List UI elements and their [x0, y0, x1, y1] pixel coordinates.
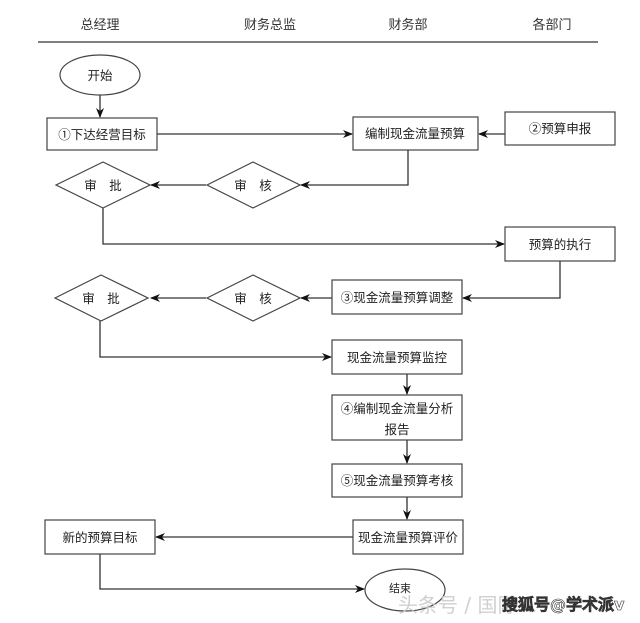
lane-finance-director: 财务总监: [244, 17, 296, 33]
edge-newtargets-to-end: [99, 554, 365, 593]
budget-adjust-label: ③现金流量预算调整: [341, 290, 454, 305]
node-end: 结束: [364, 568, 446, 612]
lane-finance-department: 财务部: [388, 17, 427, 33]
node-start: 开始: [59, 54, 141, 96]
node-budget-evaluate: 现金流量预算评价: [352, 519, 464, 555]
budget-assess-label: ⑤现金流量预算考核: [341, 473, 454, 488]
node-issue-targets: ①下达经营目标: [46, 117, 158, 151]
node-budget-execution: 预算的执行: [504, 226, 616, 262]
node-approve-1: 审 批: [54, 161, 152, 209]
analysis-report-label-line2: 报告: [384, 422, 409, 437]
budget-monitor-label: 现金流量预算监控: [347, 350, 448, 365]
watermark-left: 头条号 / 国际…: [398, 593, 537, 617]
watermark-right: 搜狐号@学术派v: [502, 595, 625, 614]
approve-1-label: 审 批: [84, 178, 122, 193]
edge-approve1-to-execution: [102, 208, 505, 248]
node-budget-assess: ⑤现金流量预算考核: [331, 463, 463, 498]
analysis-report-label-line1: ④编制现金流量分析: [341, 401, 454, 416]
new-targets-label: 新的预算目标: [62, 530, 137, 545]
approve-2-label: 审 批: [82, 291, 120, 306]
compile-budget-label: 编制现金流量预算: [365, 126, 465, 141]
node-compile-budget: 编制现金流量预算: [352, 116, 479, 151]
start-label: 开始: [87, 68, 113, 83]
review-2-label: 审 核: [234, 291, 272, 306]
node-budget-adjust: ③现金流量预算调整: [331, 279, 463, 315]
budget-request-label: ②预算申报: [529, 121, 592, 136]
edge-execution-to-adjust: [462, 261, 561, 302]
node-review-1: 审 核: [205, 161, 302, 209]
lane-departments: 各部门: [532, 17, 571, 33]
end-label: 结束: [389, 582, 411, 595]
budget-execution-label: 预算的执行: [529, 237, 592, 252]
edges: [96, 95, 561, 593]
edge-approve2-to-monitor: [99, 321, 332, 361]
edge-compile-to-review1: [300, 150, 409, 189]
node-analysis-report: ④编制现金流量分析 报告: [331, 394, 463, 441]
node-new-targets: 新的预算目标: [44, 519, 156, 555]
issue-targets-label: ①下达经营目标: [58, 127, 146, 142]
node-budget-request: ②预算申报: [504, 111, 616, 146]
lane-headers: 总经理 财务总监 财务部 各部门: [38, 17, 598, 43]
lane-general-manager: 总经理: [80, 18, 119, 33]
budget-evaluate-label: 现金流量预算评价: [358, 530, 459, 545]
node-review-2: 审 核: [205, 274, 302, 322]
node-budget-monitor: 现金流量预算监控: [331, 339, 463, 375]
watermark: 头条号 / 国际… 搜狐号@学术派v: [398, 593, 625, 617]
review-1-label: 审 核: [234, 178, 272, 193]
node-approve-2: 审 批: [53, 274, 150, 322]
